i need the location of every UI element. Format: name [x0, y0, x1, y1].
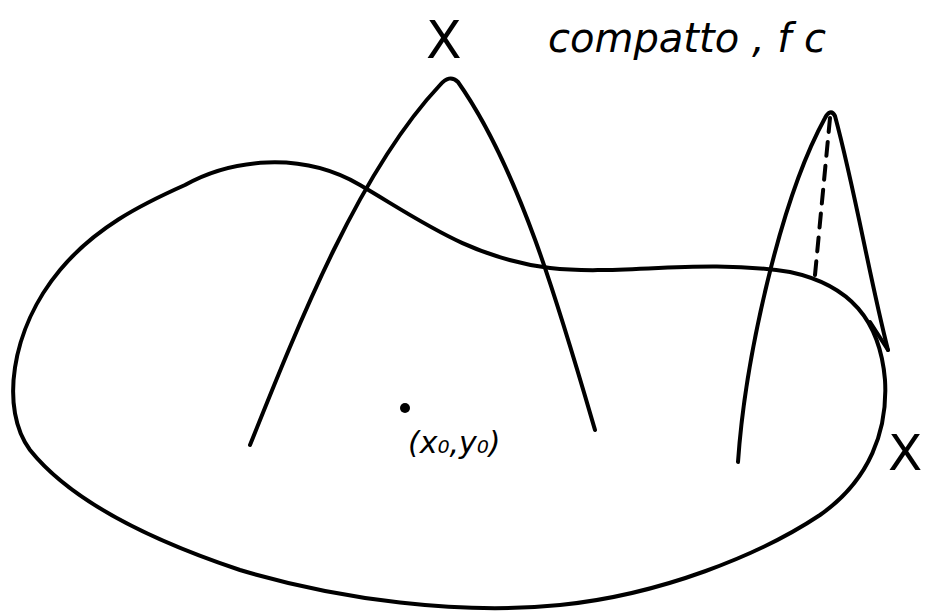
point-label: (x₀,y₀): [408, 428, 501, 458]
note-text: compatto , f c: [548, 18, 826, 58]
domain-label: X: [888, 428, 922, 478]
dashed-height: [815, 118, 830, 275]
point-marker: [400, 403, 410, 413]
peak-right: [738, 112, 888, 462]
max-mark: X: [426, 14, 462, 66]
peak-left: [250, 78, 595, 445]
domain-outline: [13, 162, 885, 608]
peak-right-edge: [870, 322, 888, 350]
